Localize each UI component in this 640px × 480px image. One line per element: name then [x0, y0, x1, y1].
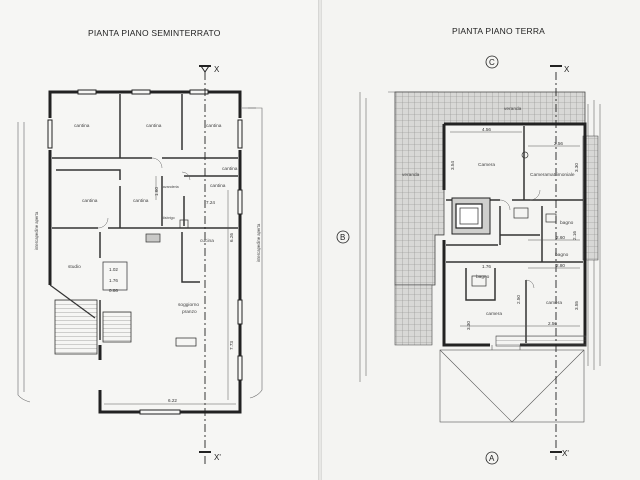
right-section-axis: X X'	[550, 65, 570, 460]
lower-tiles	[394, 284, 433, 346]
right-door-swings	[499, 189, 541, 289]
left-fixtures	[145, 219, 197, 347]
room-label-veranda: veranda	[504, 106, 522, 112]
left-plan: PIANTA PIANO SEMINTERRATO	[17, 28, 263, 466]
room-label-camera-matrimoniale: Cameramatrimoniale	[530, 172, 575, 178]
front-porch	[439, 335, 587, 423]
room-label-bagno: bagno	[476, 274, 490, 280]
fireplace	[451, 197, 491, 235]
dimension-label: 2.60	[556, 235, 565, 240]
room-label-cantina: cantina	[133, 198, 149, 204]
right-plan: PIANTA PIANO TERRA C B A	[336, 26, 601, 465]
room-label-camera: Camera	[478, 162, 495, 168]
dimension-label: 2.50	[516, 295, 521, 304]
left-stairs	[49, 261, 132, 355]
dimension-label: 6.22	[168, 398, 177, 403]
room-label-camera: camera	[486, 311, 502, 317]
dimension-label: 7.73	[229, 341, 234, 350]
dimension-label: 3.30	[466, 321, 471, 330]
dimension-label: 6.26	[229, 233, 234, 242]
right-side-label: intercapedine aperta	[256, 223, 261, 262]
left-door-swings	[97, 157, 191, 229]
left-dimension-labels: 7.24 1.60 6.26 7.73 6.22 1.02 1.76 0.86	[109, 187, 234, 403]
right-room-labels: veranda veranda Camera Cameramatrimonial…	[402, 106, 575, 317]
page-fold	[318, 0, 322, 480]
dimension-label: 1.76	[109, 278, 118, 283]
dimension-label: 1.02	[109, 267, 118, 272]
marker-b: B	[336, 230, 350, 244]
room-label-cantina: cantina	[146, 123, 162, 129]
left-windows	[47, 89, 243, 415]
left-dimension-lines	[104, 176, 236, 405]
dimension-label: 3.30	[574, 163, 579, 172]
dimension-label: 3.54	[450, 161, 455, 170]
left-outer-walls	[48, 90, 242, 414]
room-label-cantina: cantina	[210, 183, 226, 189]
svg-text:B: B	[340, 233, 345, 242]
dimension-label: 2.56	[554, 141, 563, 146]
left-room-labels: cantina cantina cantina cantina cantina …	[68, 123, 238, 315]
dimension-label: 2.16	[572, 231, 577, 240]
dimension-label: 0.86	[109, 288, 118, 293]
left-side-label: intercapedine aperta	[34, 211, 39, 250]
right-plan-title: PIANTA PIANO TERRA	[452, 26, 545, 36]
left-plan-title: PIANTA PIANO SEMINTERRATO	[88, 28, 221, 38]
dimension-label: 3.55	[574, 301, 579, 310]
left-axis-top-label: X	[214, 65, 220, 74]
room-label-lavanderia: lavanderia	[162, 185, 179, 189]
svg-text:C: C	[489, 58, 495, 67]
right-dimension-labels: 4.56 2.56 3.54 3.30 1.76 2.60 2.16 2.80 …	[450, 127, 579, 330]
room-label-cantina: cantina	[222, 166, 238, 172]
left-interior-walls	[52, 94, 238, 340]
right-axis-top-label: X	[564, 65, 570, 74]
right-axis-bottom-label: X'	[562, 449, 569, 458]
marker-a: A	[485, 451, 499, 465]
left-axis-bottom-label: X'	[214, 453, 221, 462]
right-interior-walls	[446, 126, 583, 343]
dimension-label: 1.76	[482, 264, 491, 269]
room-label-cantina: cantina	[82, 198, 98, 204]
svg-text:A: A	[489, 454, 495, 463]
dimension-label: 4.56	[482, 127, 491, 132]
marker-c: C	[485, 55, 499, 69]
room-label-bagno: bagno	[560, 220, 574, 226]
dimension-label: 2.80	[556, 263, 565, 268]
room-label-camera: camera	[546, 300, 562, 306]
room-label-cantina: cantina	[206, 123, 222, 129]
dimension-label: 1.60	[154, 187, 159, 196]
room-label-soggiorno: soggiorno	[178, 302, 199, 308]
room-label-studio: studio	[68, 264, 81, 270]
room-label-pranzo: pranzo	[182, 309, 197, 315]
left-section-axis: X X'	[199, 65, 221, 466]
dimension-label: 2.56	[548, 321, 557, 326]
room-label-cucina: cucina	[200, 238, 214, 244]
room-label-disbrigo: disbrigo	[162, 216, 175, 220]
room-label-bagno: bagno	[555, 252, 569, 258]
room-label-cantina: cantina	[74, 123, 90, 129]
room-label-veranda: veranda	[402, 172, 420, 178]
dimension-label: 7.24	[206, 200, 215, 205]
left-site-lines	[17, 107, 263, 403]
right-dimension-lines	[450, 131, 580, 327]
side-tiles	[582, 135, 599, 261]
